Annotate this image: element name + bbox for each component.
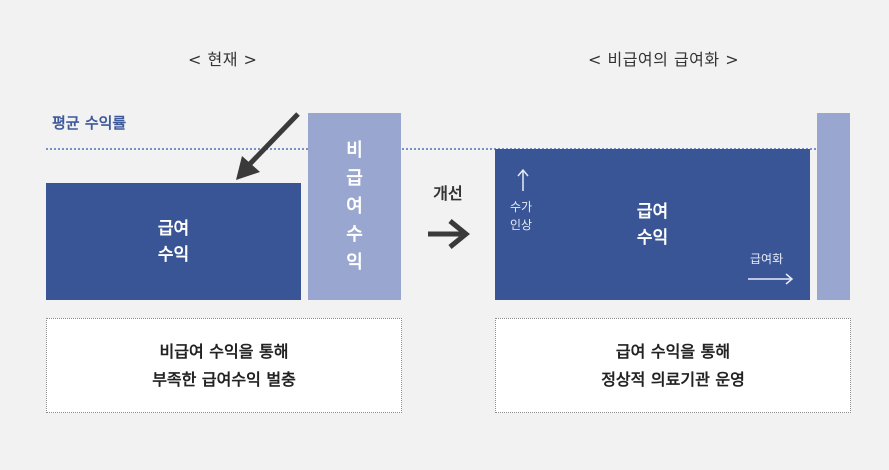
fee-increase-label: 수가 인상 <box>510 198 532 234</box>
fee-increase-line-2: 인상 <box>510 218 533 232</box>
up-arrow-icon <box>517 168 529 191</box>
future-heading: < 비급여의 급여화 > <box>588 50 740 69</box>
future-noncovered-remainder-box <box>817 113 850 300</box>
current-note-line-2: 부족한 급여수익 벌충 <box>152 369 296 389</box>
thin-right-arrow-icon <box>748 273 794 285</box>
noncovered-char-5: 익 <box>346 251 363 273</box>
right-arrow-icon <box>428 219 470 249</box>
future-note-line-1: 급여 수익을 통해 <box>615 341 731 361</box>
covered-box-line-2: 수익 <box>157 244 190 265</box>
average-return-label: 평균 수익률 <box>52 114 127 132</box>
noncovered-char-1: 비 <box>346 139 363 161</box>
current-heading: < 현재 > <box>188 50 258 69</box>
future-covered-line-1: 급여 <box>636 201 669 222</box>
down-left-arrow-icon <box>236 112 300 180</box>
coverage-expansion-label: 급여화 <box>750 252 784 266</box>
improvement-label: 개선 <box>433 184 463 203</box>
future-covered-line-2: 수익 <box>636 227 669 248</box>
average-return-line <box>46 148 820 150</box>
future-covered-revenue-box: 급여 수익 <box>495 149 810 300</box>
current-note-line-1: 비급여 수익을 통해 <box>159 341 289 361</box>
future-note-box: 급여 수익을 통해 정상적 의료기관 운영 <box>495 318 851 413</box>
current-covered-revenue-box: 급여 수익 <box>46 183 301 300</box>
noncovered-char-3: 여 <box>346 195 363 217</box>
fee-increase-line-1: 수가 <box>510 200 533 214</box>
current-note-box: 비급여 수익을 통해 부족한 급여수익 벌충 <box>46 318 402 413</box>
future-note-line-2: 정상적 의료기관 운영 <box>601 369 745 389</box>
current-noncovered-revenue-box: 비 급 여 수 익 <box>308 113 401 300</box>
covered-box-line-1: 급여 <box>157 218 190 239</box>
noncovered-char-4: 수 <box>346 223 363 245</box>
noncovered-char-2: 급 <box>346 167 363 189</box>
